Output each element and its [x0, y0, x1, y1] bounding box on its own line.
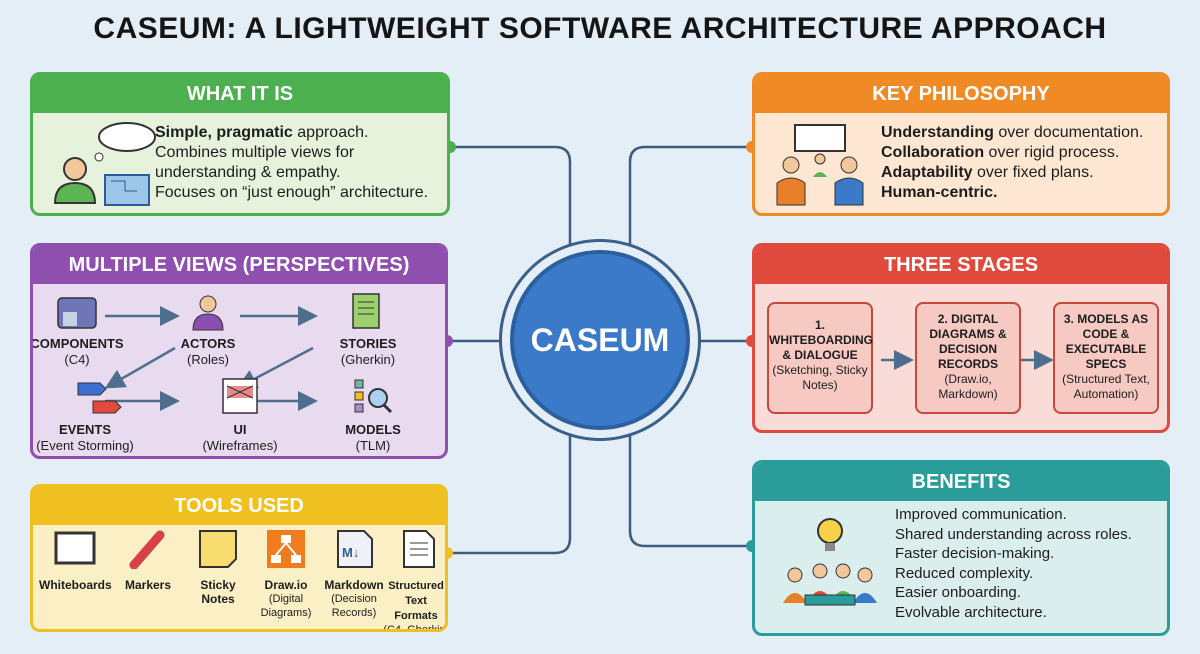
benefit-item: Improved communication. [895, 506, 1067, 523]
thinking-person-icon [53, 122, 156, 206]
view-models: MODELS(TLM) [345, 422, 401, 453]
what-it-is-line-1: approach. [292, 124, 369, 141]
wireframe-icon [222, 378, 258, 414]
stage-3: 3. MODELS AS CODE & EXECUTABLE SPECS(Str… [1053, 302, 1159, 414]
benefits-panel: BENEFITS Improved communication. Shared … [752, 460, 1170, 636]
connector-tools [447, 428, 572, 555]
structured-text-icon [403, 530, 435, 568]
benefit-item: Reduced complexity. [895, 564, 1034, 582]
connector-philosophy [628, 145, 752, 255]
svg-text:M↓: M↓ [342, 545, 359, 560]
what-it-is-emphasis: Simple, pragmatic [155, 124, 293, 141]
what-it-is-panel: WHAT IT IS Simple, pragmatic approach. C… [30, 72, 450, 216]
stage-arrows [881, 350, 1054, 370]
components-icon [57, 297, 97, 329]
markdown-icon: M↓ [337, 530, 373, 568]
tool-sticky-notes: Sticky Notes [183, 529, 253, 606]
stories-icon [352, 293, 380, 329]
benefit-item: Shared understanding across roles. [895, 525, 1132, 543]
view-events: EVENTS(Event Storming) [36, 422, 134, 453]
stage-1: 1. WHITEBOARDING & DIALOGUE(Sketching, S… [767, 302, 873, 414]
view-flow-arrows [57, 293, 393, 414]
events-icon [77, 382, 122, 414]
three-stages-header: THREE STAGES [755, 246, 1167, 284]
view-components: COMPONENTS(C4) [30, 336, 124, 367]
multiple-views-header: MULTIPLE VIEWS (PERSPECTIVES) [33, 246, 445, 284]
tools-used-header: TOOLS USED [33, 487, 445, 525]
tools-used-panel: TOOLS USED Whiteboards Markers Sticky No… [30, 484, 448, 632]
benefits-header: BENEFITS [755, 463, 1167, 501]
key-philosophy-panel: KEY PHILOSOPHY Understanding over docume… [752, 72, 1170, 216]
tool-drawio: Draw.io(Digital Diagrams) [251, 529, 321, 620]
view-actors: ACTORS(Roles) [180, 336, 236, 367]
tool-structured-text: Structured Text Formats(C4, Gherkin, TLM… [383, 529, 445, 629]
tool-markers: Markers [113, 529, 183, 592]
what-it-is-line-2: Combines multiple views for [155, 144, 355, 161]
what-it-is-header: WHAT IT IS [33, 75, 447, 113]
whiteboard-icon [54, 531, 96, 565]
benefit-item: Faster decision-making. [895, 545, 1055, 562]
multiple-views-panel: MULTIPLE VIEWS (PERSPECTIVES) COMPONENTS… [30, 243, 448, 459]
view-stories: STORIES(Gherkin) [339, 336, 397, 367]
stage-2: 2. DIGITAL DIAGRAMS & DECISION RECORDS(D… [915, 302, 1021, 414]
philosophy-line-2: Collaboration over rigid process. [881, 144, 1120, 161]
tool-whiteboards: Whiteboards [39, 529, 112, 592]
what-it-is-line-3: understanding & empathy. [155, 164, 341, 181]
marker-icon [129, 530, 165, 570]
view-ui: UI(Wireframes) [202, 422, 278, 453]
benefit-item: Evolvable architecture. [895, 603, 1047, 621]
caseum-center-circle: CASEUM [510, 250, 690, 430]
team-idea-icon [783, 518, 877, 606]
benefit-item: Easier onboarding. [895, 584, 1021, 601]
sticky-note-icon [199, 530, 237, 568]
connector-what-it-is [450, 145, 572, 255]
philosophy-line-4: Human-centric. [881, 184, 998, 201]
key-philosophy-header: KEY PHILOSOPHY [755, 75, 1167, 113]
tool-markdown: M↓Markdown(Decision Records) [319, 529, 389, 620]
philosophy-line-1: Understanding over documentation. [881, 124, 1144, 141]
connector-benefits [628, 428, 752, 548]
drawio-icon [267, 530, 305, 568]
collaboration-icon [776, 124, 864, 206]
what-it-is-line-4: Focuses on “just enough” architecture. [155, 184, 429, 201]
models-search-icon [354, 379, 393, 414]
three-stages-panel: THREE STAGES 1. WHITEBOARDING & DIALOGUE… [752, 243, 1170, 433]
philosophy-line-3: Adaptability over fixed plans. [881, 164, 1094, 181]
actor-icon [192, 295, 224, 331]
page-title: CASEUM: A LIGHTWEIGHT SOFTWARE ARCHITECT… [93, 12, 1107, 45]
